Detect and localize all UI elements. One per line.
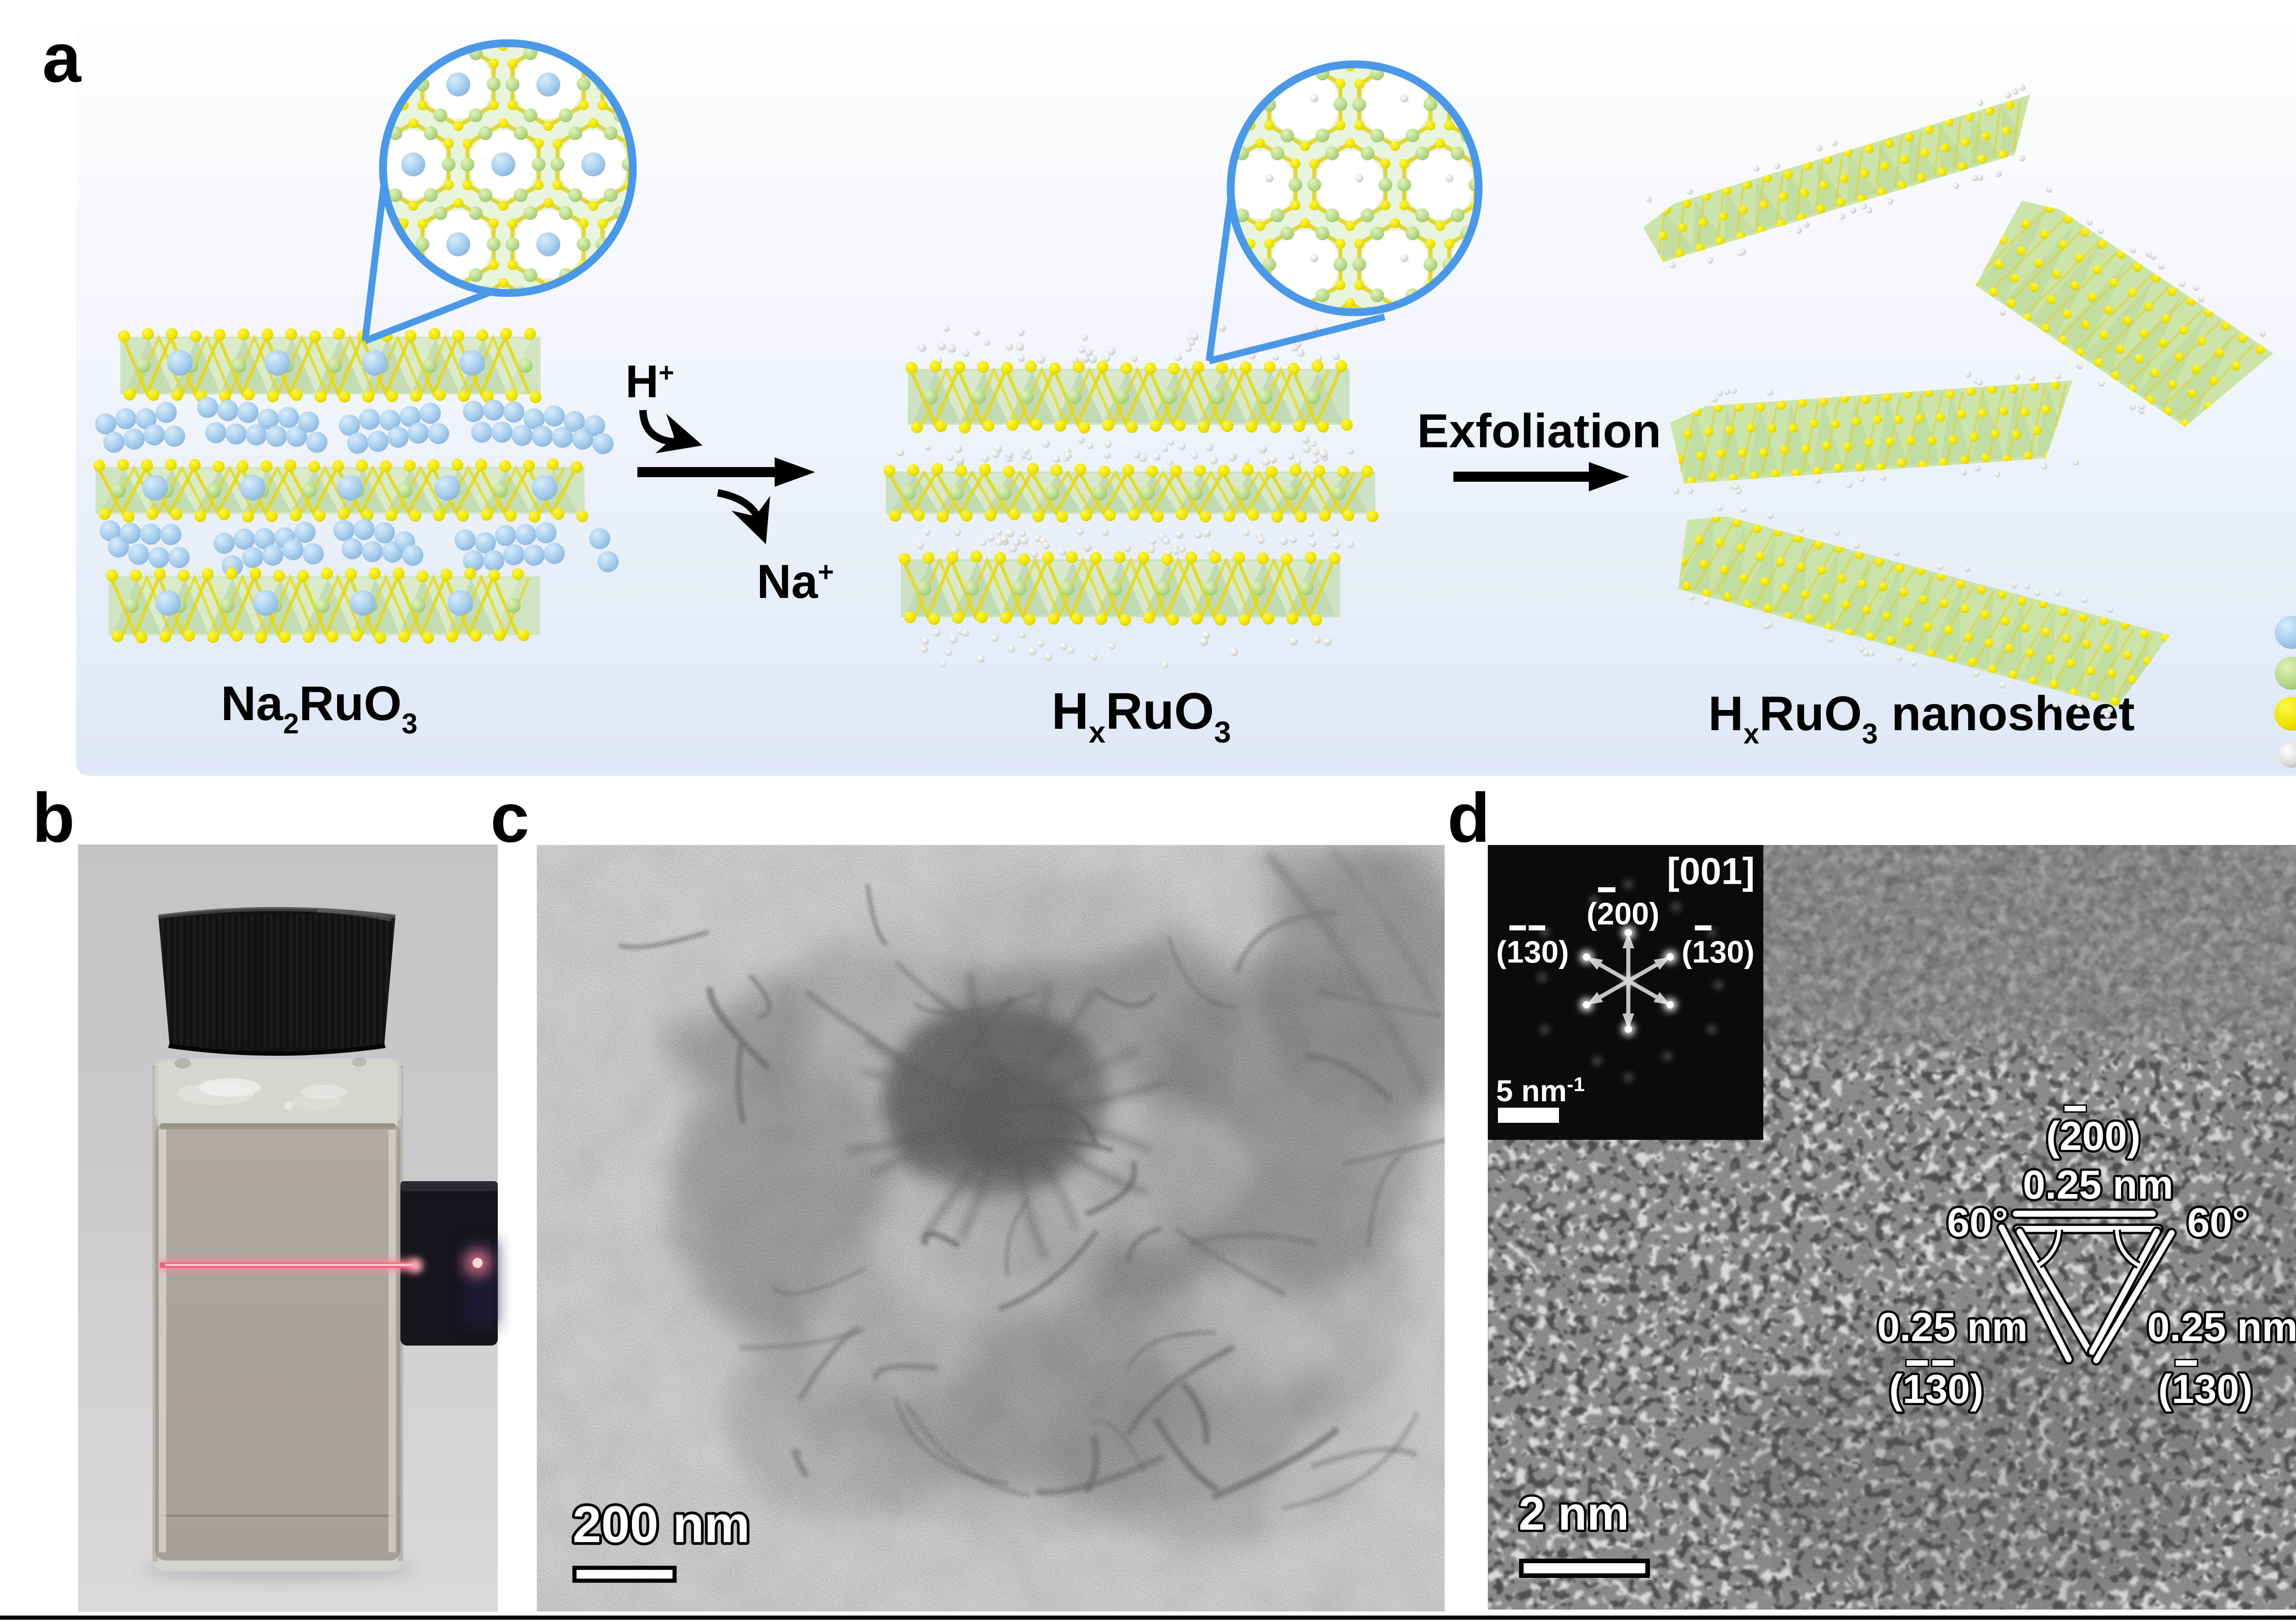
svg-text:Na2RuO3: Na2RuO3: [221, 676, 417, 740]
svg-text:2 nm: 2 nm: [1519, 1487, 1629, 1540]
svg-text:60°: 60°: [1947, 1200, 2008, 1245]
svg-text:[001]: [001]: [1667, 850, 1755, 892]
svg-text:c: c: [490, 779, 529, 857]
svg-text:HxRuO3 nanosheet: HxRuO3 nanosheet: [1708, 687, 2135, 750]
svg-text:0.25 nm: 0.25 nm: [1877, 1304, 2028, 1350]
svg-text:d: d: [1447, 779, 1490, 857]
svg-text:(130): (130): [2158, 1366, 2252, 1412]
svg-text:(130): (130): [1889, 1366, 1983, 1412]
svg-text:b: b: [32, 779, 75, 857]
svg-text:HxRuO3: HxRuO3: [1052, 682, 1231, 749]
svg-text:(200): (200): [2046, 1113, 2140, 1159]
svg-text:(130): (130): [1682, 935, 1755, 969]
svg-text:Exfoliation: Exfoliation: [1417, 405, 1661, 458]
svg-text:200 nm: 200 nm: [573, 1496, 750, 1553]
svg-text:a: a: [42, 19, 82, 97]
svg-text:60°: 60°: [2187, 1200, 2248, 1245]
svg-text:0.25 nm: 0.25 nm: [2147, 1304, 2296, 1350]
svg-text:0.25 nm: 0.25 nm: [2023, 1162, 2173, 1207]
svg-text:(200): (200): [1587, 896, 1660, 931]
svg-text:(130): (130): [1496, 935, 1569, 969]
